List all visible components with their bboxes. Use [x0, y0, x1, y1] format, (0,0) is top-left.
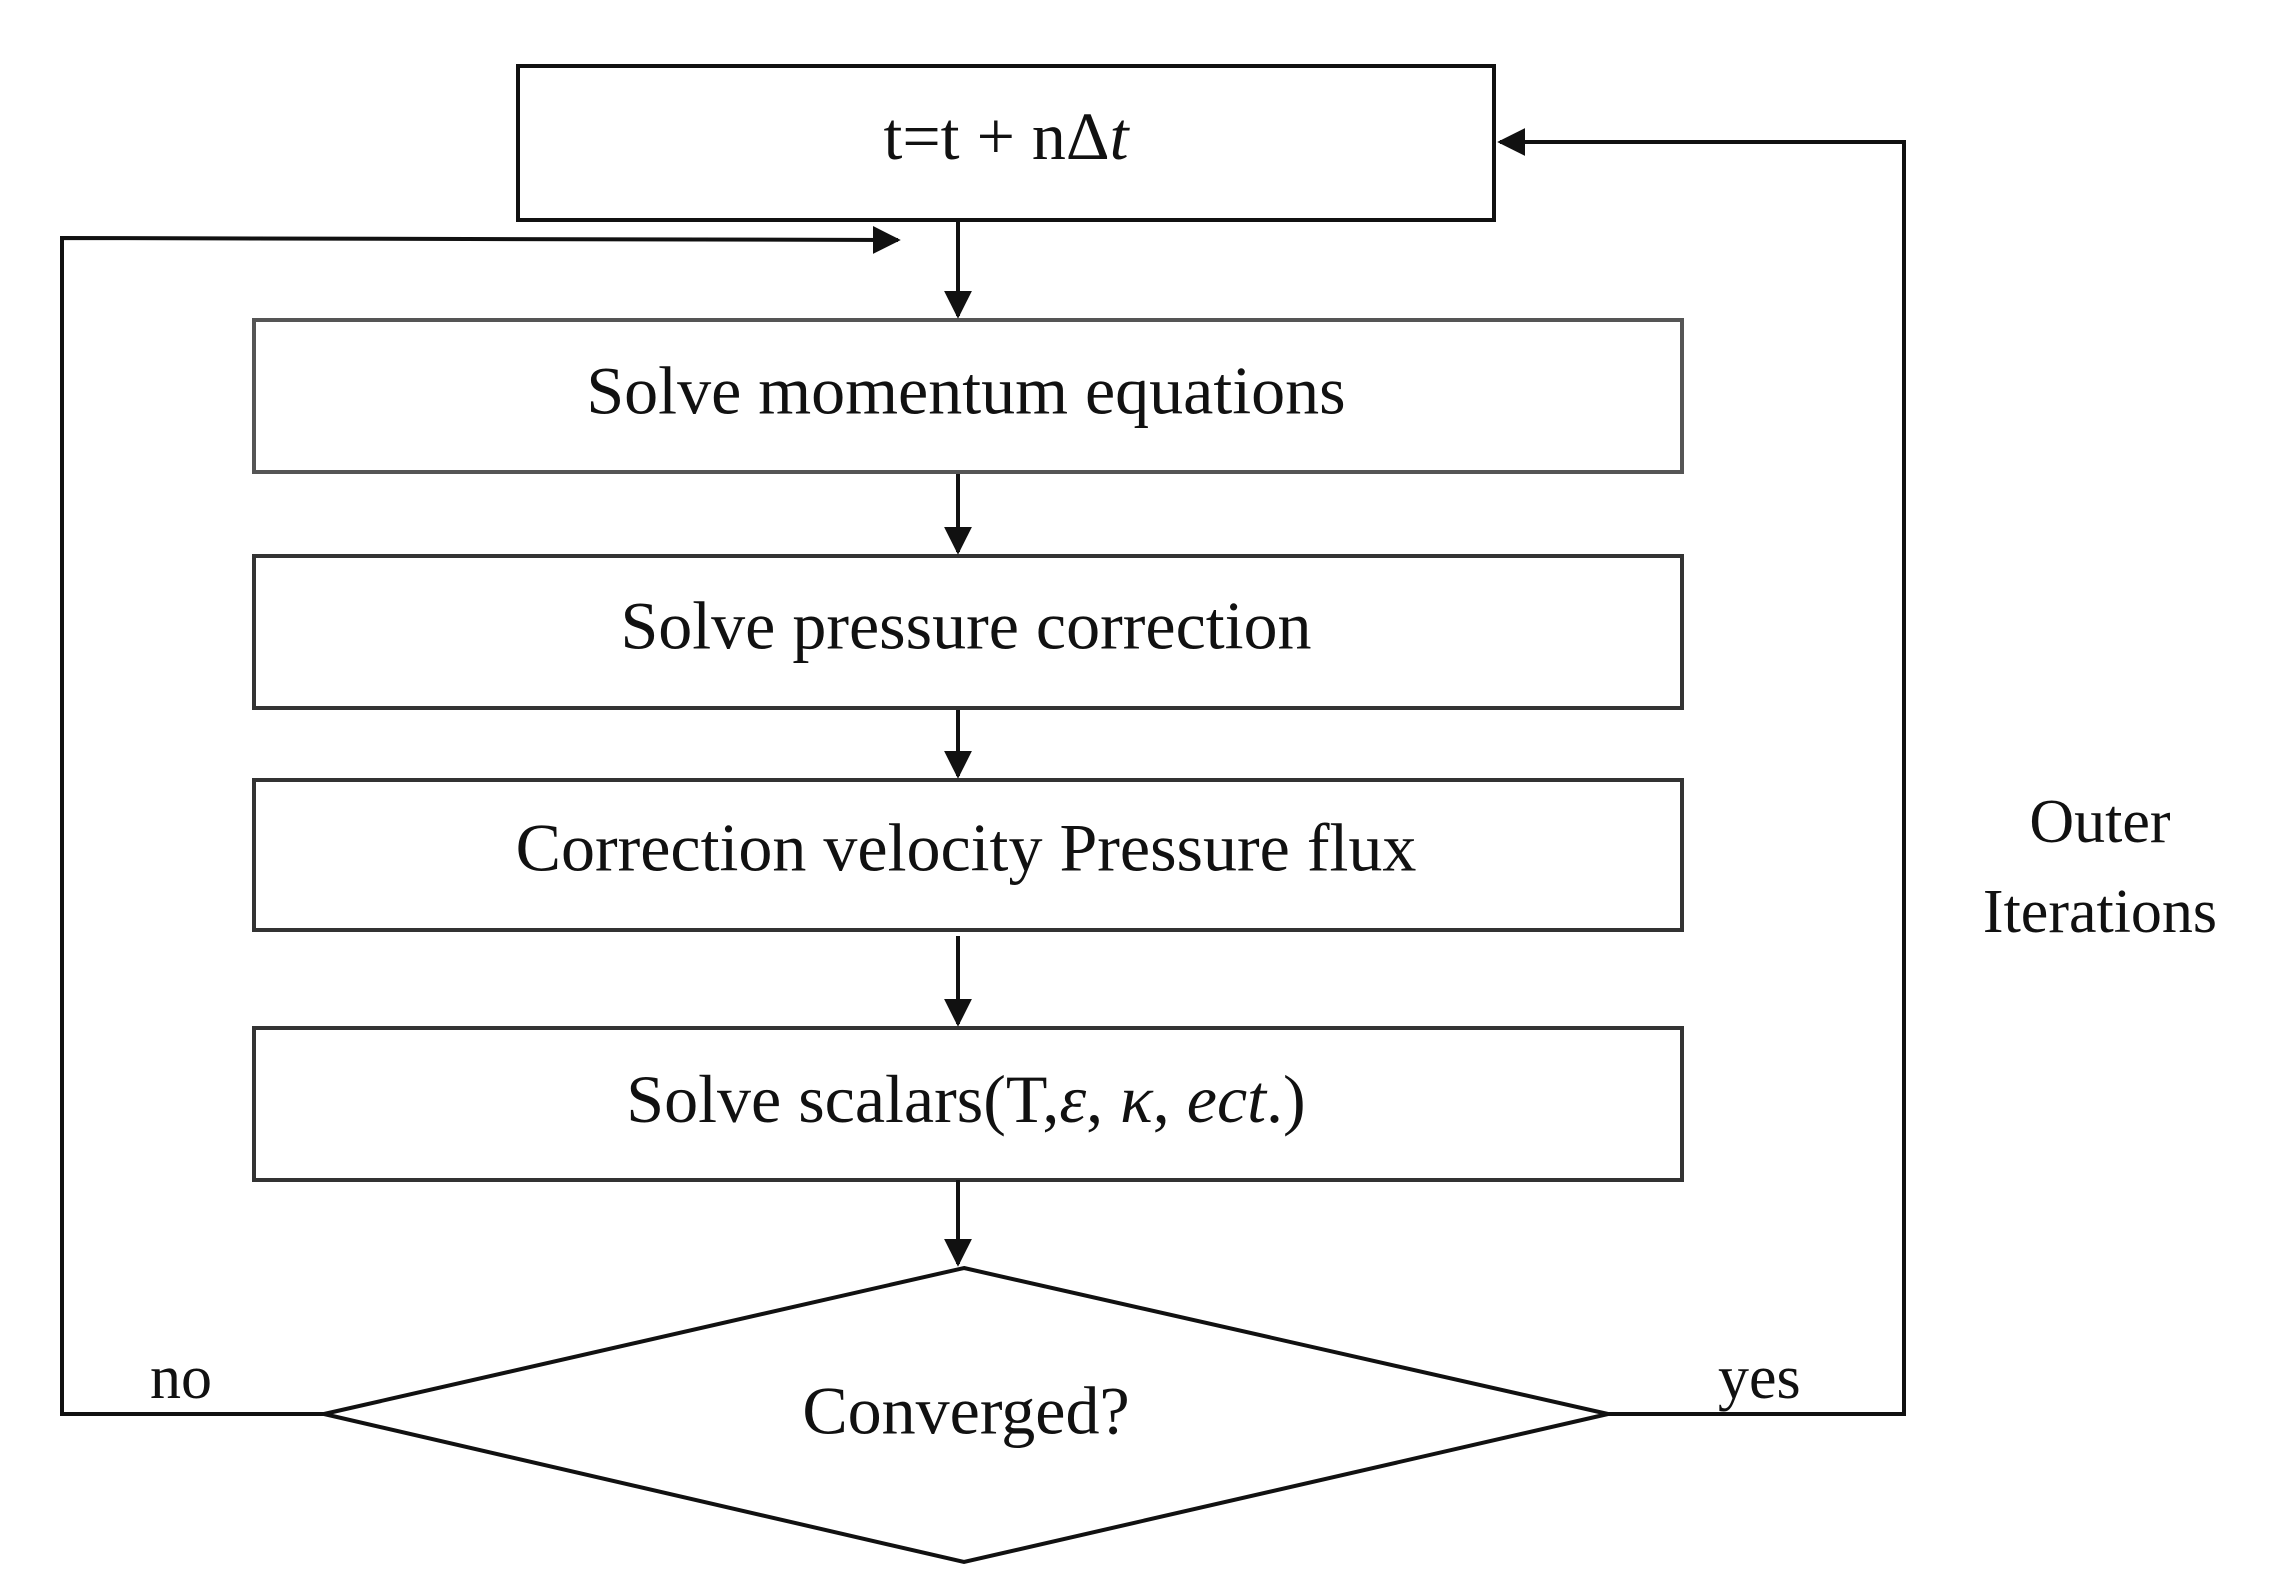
- scalars-text: Solve scalars(T,ε, κ, ect.): [626, 1061, 1305, 1137]
- scalars-sep1: ,: [1086, 1061, 1120, 1137]
- scalars-kappa: κ: [1120, 1061, 1154, 1137]
- outer-iterations-label-line1: Outer: [2029, 788, 2171, 856]
- yes-loop-connector: [1497, 128, 1906, 1416]
- time-step-box: [516, 64, 1496, 222]
- pressure-box: [252, 554, 1684, 710]
- time-step-text: t=t + nΔt: [883, 98, 1130, 174]
- pressure-text: Solve pressure correction: [620, 588, 1311, 664]
- correction-box: [252, 778, 1684, 932]
- scalars-eps: ε: [1059, 1061, 1086, 1137]
- no-loop-connector: [60, 225, 901, 1416]
- converged-text: Converged?: [802, 1373, 1129, 1449]
- time-step-prefix: t=t + nΔ: [883, 98, 1109, 174]
- scalars-sep2: ,: [1153, 1061, 1187, 1137]
- scalars-prefix: Solve scalars(T,: [626, 1061, 1059, 1137]
- scalars-suffix: .): [1266, 1061, 1306, 1137]
- correction-text: Correction velocity Pressure flux: [516, 810, 1417, 886]
- momentum-text: Solve momentum equations: [586, 353, 1345, 429]
- no-label: no: [150, 1344, 212, 1412]
- converged-diamond: [323, 1265, 1609, 1565]
- scalars-ect: ect: [1187, 1061, 1268, 1137]
- time-step-var: t: [1110, 98, 1131, 174]
- scalars-box: [252, 1026, 1684, 1182]
- outer-iterations-label-line2: Iterations: [1983, 878, 2217, 946]
- momentum-box: [252, 318, 1684, 474]
- yes-label: yes: [1718, 1344, 1801, 1412]
